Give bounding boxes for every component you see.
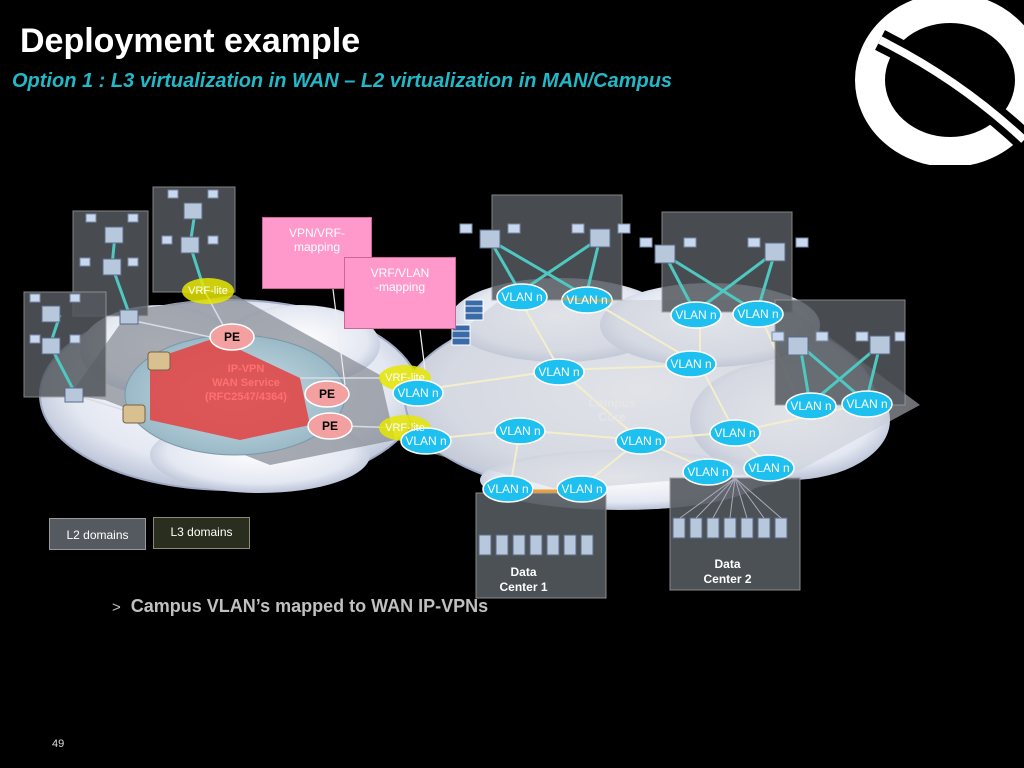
server-icon — [478, 517, 788, 556]
dc-links — [679, 477, 782, 519]
data-center-1-label: Data Center 1 — [499, 565, 548, 594]
wan-service-area — [150, 338, 310, 440]
pc-icon — [29, 189, 906, 344]
edge-sites — [23, 186, 906, 406]
vlan-label: VLAN n — [561, 482, 603, 496]
pe-nodes — [209, 323, 353, 440]
bullet-marker: > — [112, 599, 121, 616]
vlan-label: VLAN n — [499, 424, 541, 438]
vrf-lite-label: VRF-lite — [385, 422, 425, 434]
vlan-label: VLAN n — [566, 293, 608, 307]
vlan-label: VLAN n — [748, 461, 790, 475]
vlan-label: VLAN n — [687, 465, 729, 479]
nortel-globe-logo — [855, 0, 1024, 165]
pe-label: PE — [318, 387, 335, 401]
vlan-label: VLAN n — [790, 399, 832, 413]
vlan-label: VLAN n — [405, 434, 447, 448]
pe-label: PE — [321, 419, 338, 433]
vlan-label: VLAN n — [846, 397, 888, 411]
pe-label: PE — [223, 330, 240, 344]
vlan-nodes — [392, 283, 893, 503]
vrf-lite-label: VRF-lite — [385, 372, 425, 384]
firewall-icon — [451, 299, 484, 346]
switch-icon — [41, 202, 891, 403]
vlan-label: VLAN n — [538, 365, 580, 379]
vrf-vlan-mapping-box: VRF/VLAN -mapping — [344, 257, 456, 329]
page-title: Deployment example — [20, 22, 361, 60]
vlan-label: VLAN n — [501, 290, 543, 304]
vlan-label: VLAN n — [487, 482, 529, 496]
page-subtitle: Option 1 : L3 virtualization in WAN – L2… — [12, 70, 673, 92]
legend-l3-domains: L3 domains — [153, 517, 250, 549]
bullet-text: Campus VLAN’s mapped to WAN IP-VPNs — [130, 596, 489, 616]
vlan-label: VLAN n — [737, 307, 779, 321]
legend-l2-domains: L2 domains — [49, 518, 146, 550]
vlan-label: VLAN n — [670, 357, 712, 371]
router-icon — [122, 351, 171, 424]
data-center-2-label: Data Center 2 — [703, 557, 752, 586]
vlan-label: VLAN n — [397, 386, 439, 400]
vrf-lite-label: VRF-lite — [188, 285, 228, 297]
slide-number: 49 — [52, 738, 65, 750]
vlan-label: VLAN n — [675, 308, 717, 322]
wan-service-label: IP-VPN WAN Service (RFC2547/4364) — [205, 363, 287, 403]
vlan-label: VLAN n — [620, 434, 662, 448]
vlan-label: VLAN n — [714, 426, 756, 440]
campus-core-label: Campus Core — [588, 396, 636, 424]
bullet-point: > Campus VLAN’s mapped to WAN IP-VPNs — [112, 596, 488, 617]
